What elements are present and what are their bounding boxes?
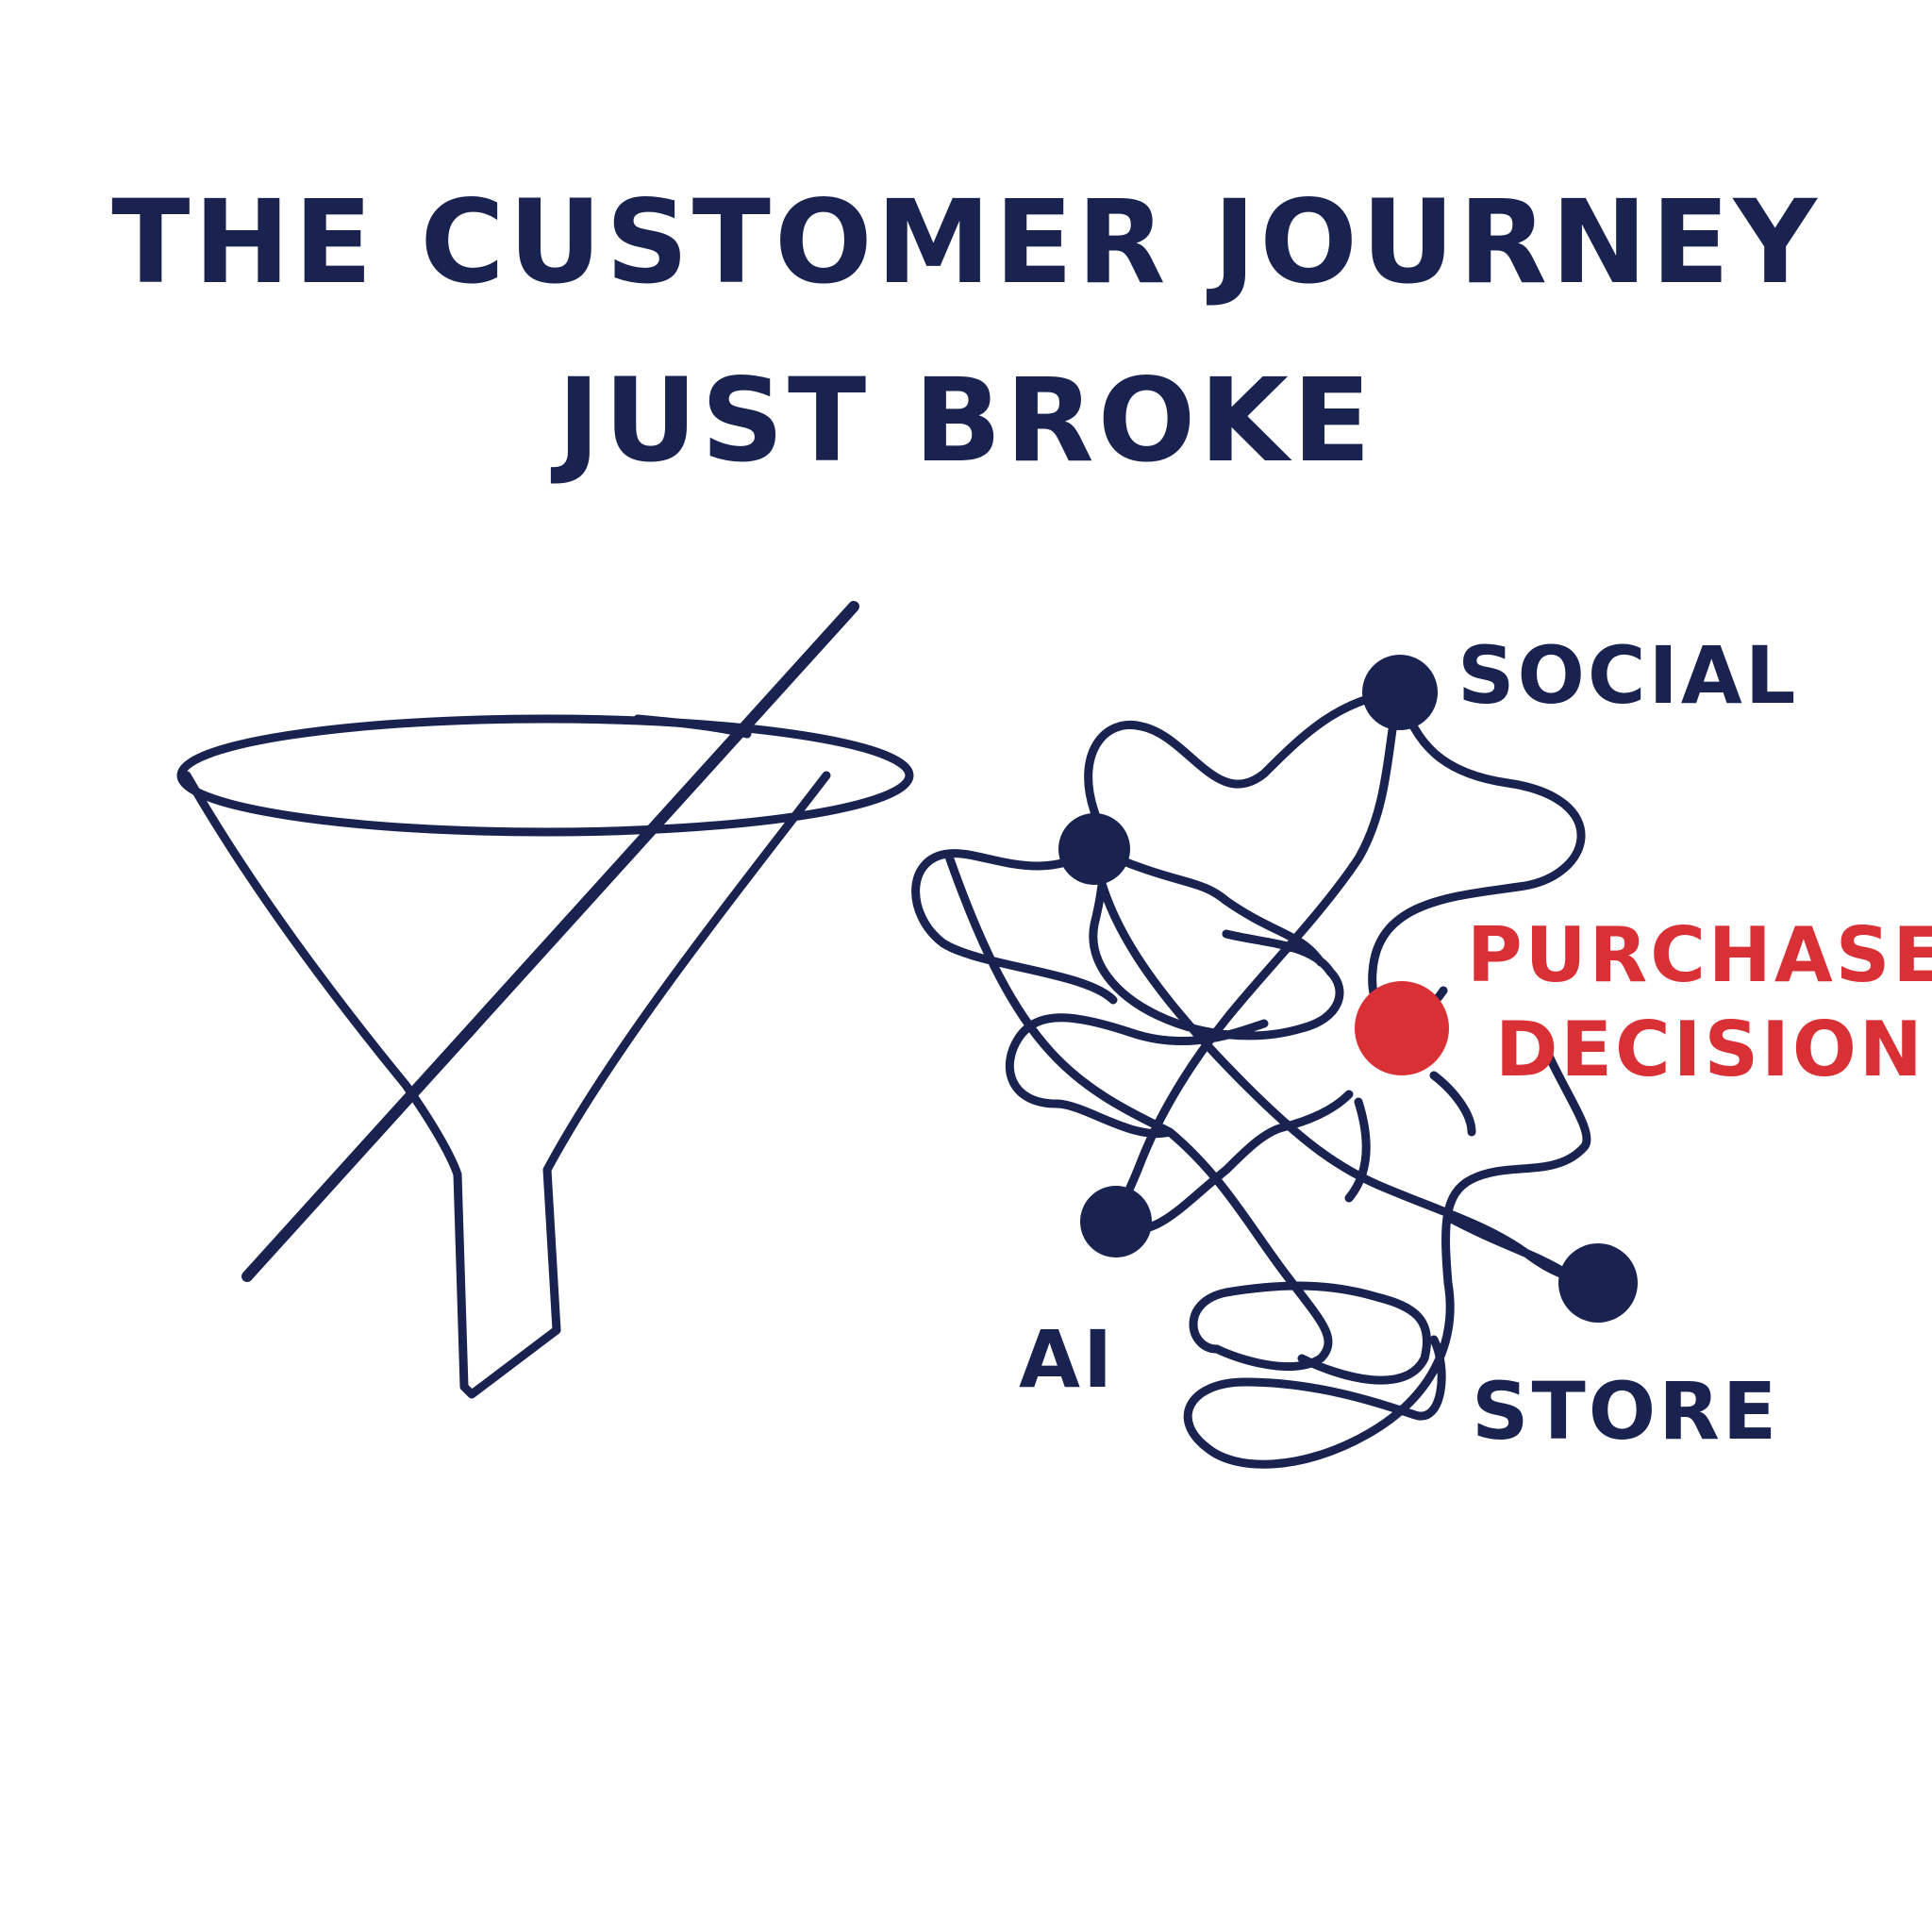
funnel-body <box>182 771 831 1399</box>
title-line-2: JUST BROKE <box>557 354 1375 488</box>
purchase-label-line-2: DECISION <box>1495 1006 1925 1093</box>
social-label: SOCIAL <box>1457 629 1798 722</box>
ai-label: AI <box>1019 1313 1115 1406</box>
purchase-connector <box>1344 1097 1371 1203</box>
purchase-decision-node <box>1355 981 1449 1075</box>
origin-node <box>1058 813 1130 885</box>
title-line-1: THE CUSTOMER JOURNEY <box>111 175 1821 309</box>
funnel-icon <box>176 714 914 1399</box>
ai-node <box>1080 1186 1152 1257</box>
purchase-connector-2 <box>1429 1071 1476 1137</box>
social-node <box>1362 655 1438 730</box>
funnel-rim-overlap <box>633 714 752 739</box>
funnel-rim <box>176 714 914 837</box>
cross-out-stroke <box>242 601 859 1282</box>
store-label: STORE <box>1472 1365 1779 1457</box>
purchase-label-line-1: PURCHASE <box>1467 911 1932 999</box>
store-node <box>1558 1243 1638 1323</box>
